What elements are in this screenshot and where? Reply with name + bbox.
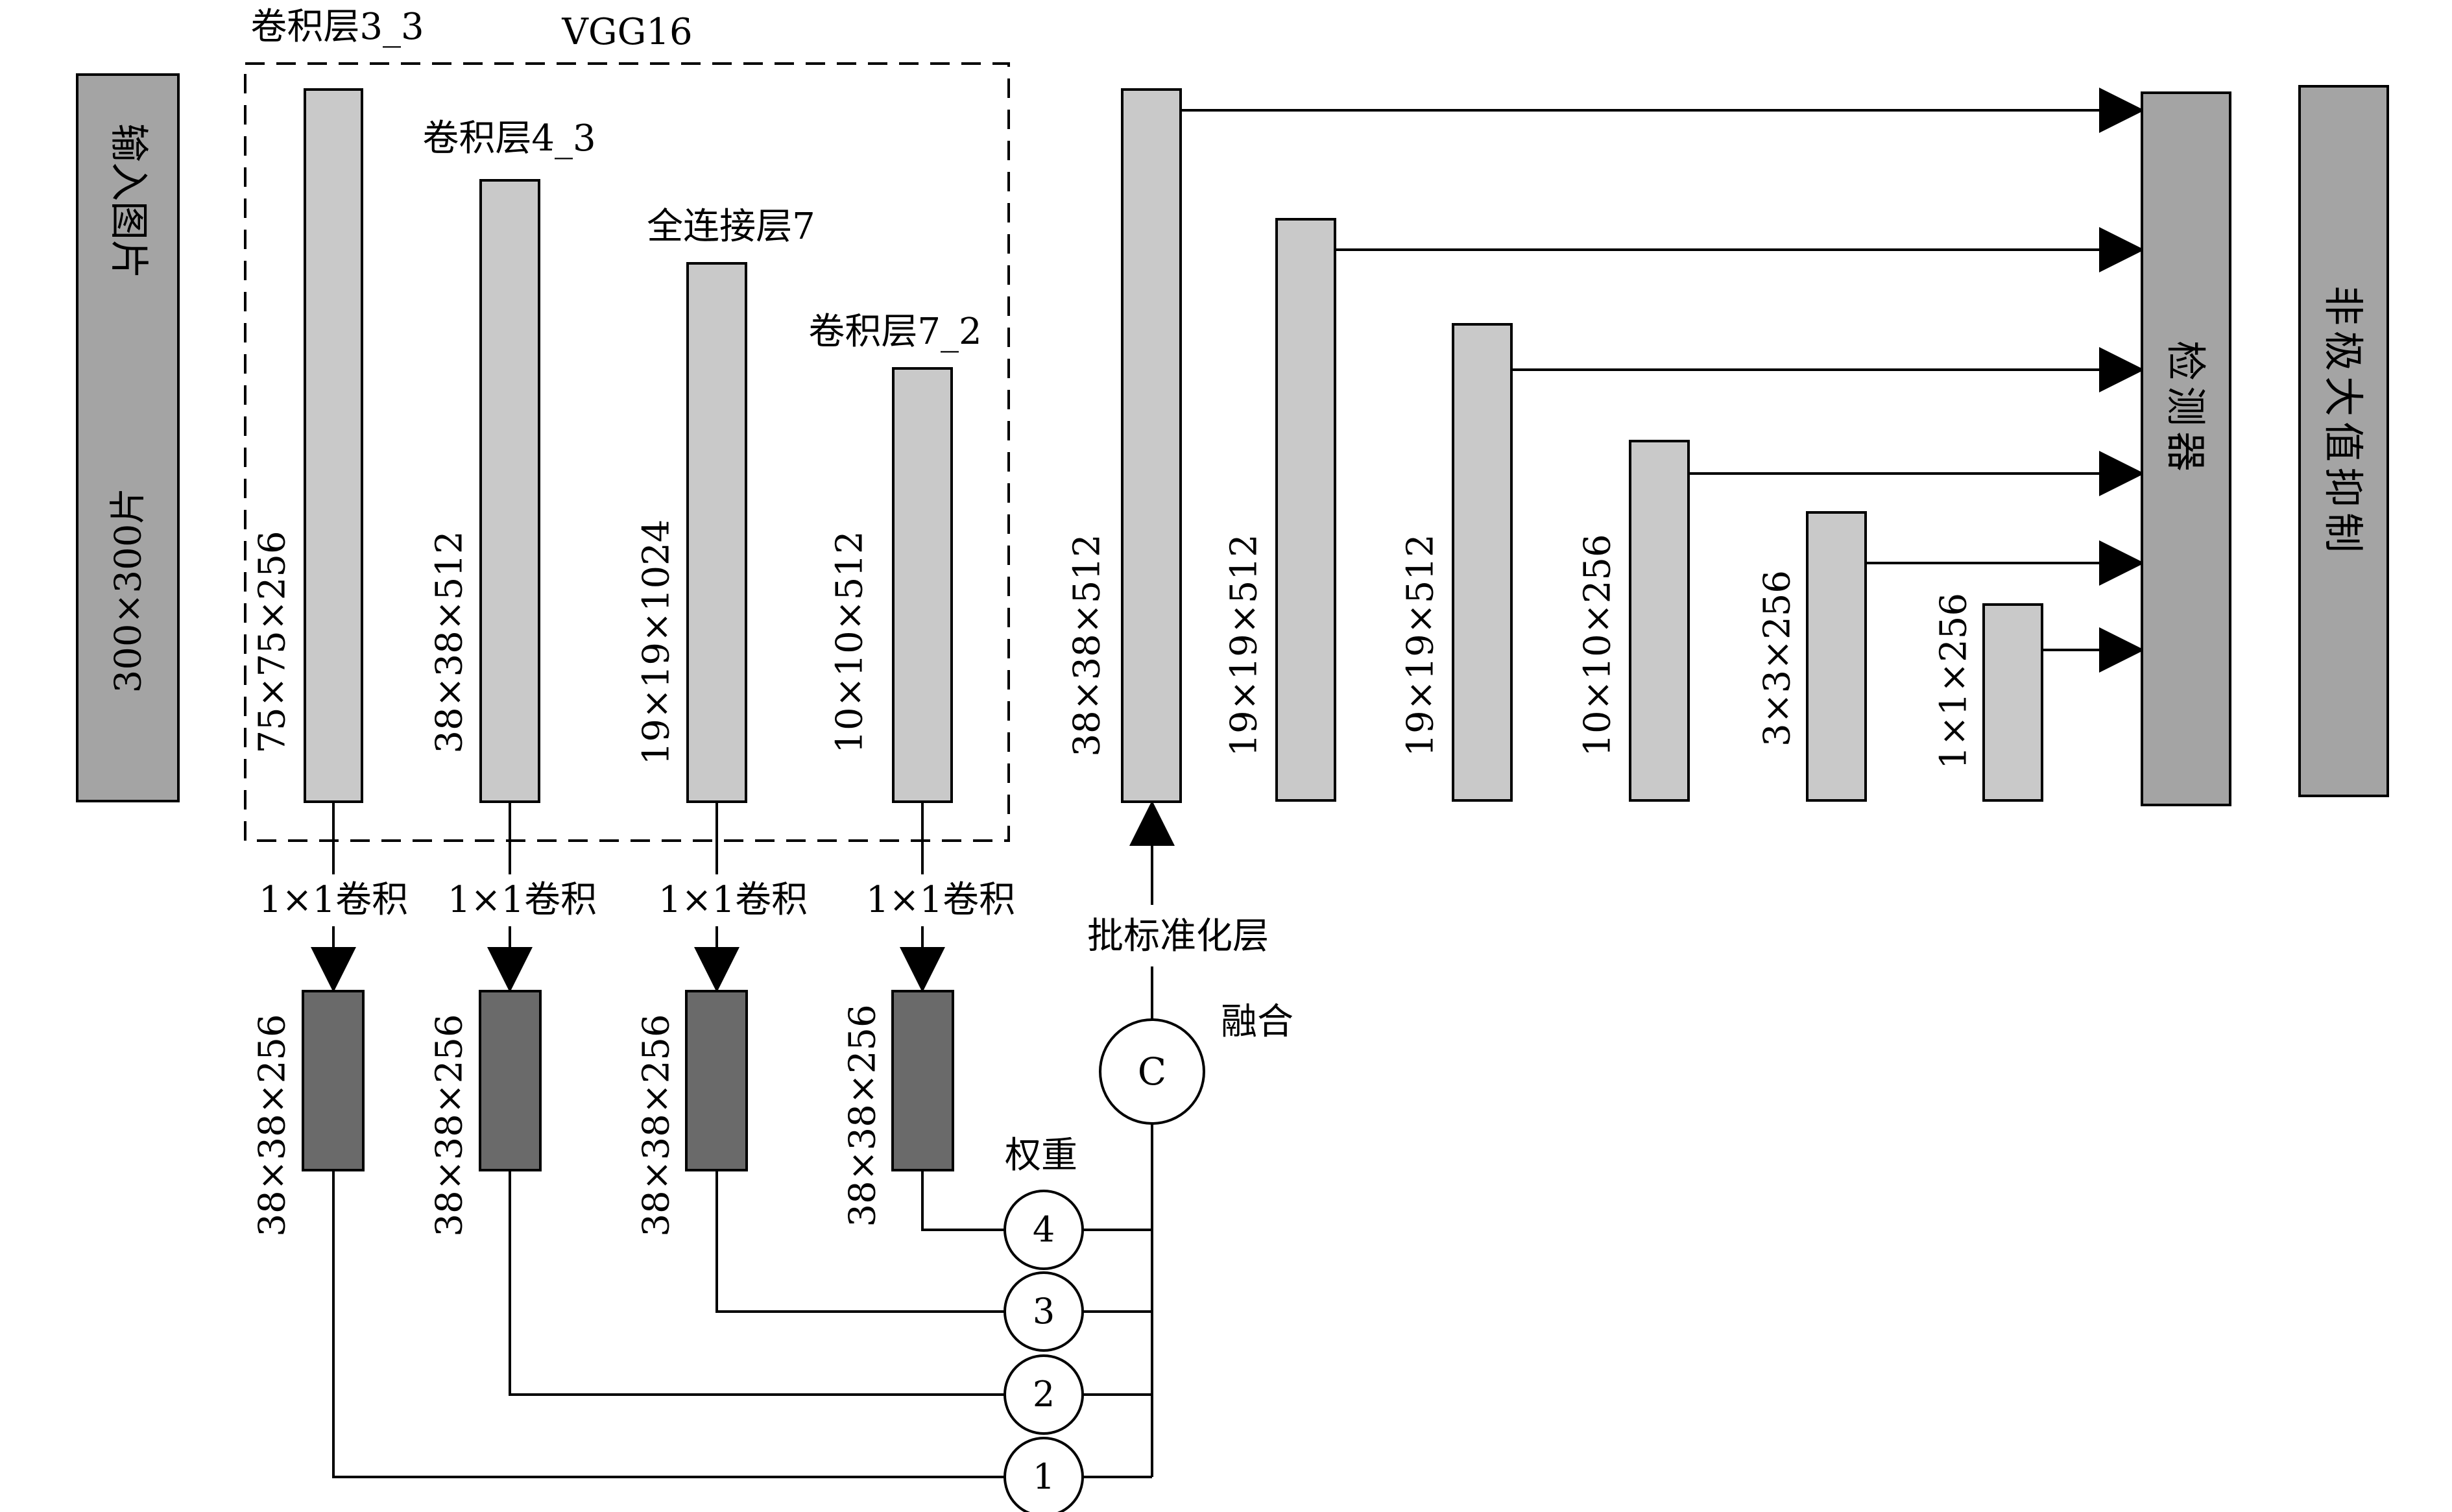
vgg-layer-bar [304, 88, 363, 803]
nms-block [2298, 85, 2389, 797]
feature-block [1452, 323, 1513, 802]
weight-number: 3 [1033, 1291, 1055, 1332]
vgg-layer-bar [479, 179, 540, 803]
reduced-feature-dims: 38×38×256 [252, 1014, 294, 1236]
weight-circle [1004, 1271, 1084, 1352]
nms-label-text: 非极大值抑制 [2320, 285, 2368, 558]
conv-label: 1×1卷积 [866, 879, 1015, 921]
vgg16-title: VGG16 [561, 11, 692, 53]
fusion-label: 融合 [1221, 1001, 1293, 1043]
reduced-feature-dims: 38×38×256 [636, 1014, 678, 1236]
reduced-feature-block [685, 990, 748, 1171]
feature-block [1806, 511, 1867, 802]
feature-dims: 19×19×512 [1223, 534, 1266, 756]
vgg16-region [244, 62, 1010, 842]
feature-block [1982, 603, 2043, 802]
feature-block [1275, 218, 1336, 802]
reduced-feature-dims: 38×38×256 [842, 1004, 884, 1227]
reduced-feature-dims: 38×38×256 [429, 1014, 471, 1236]
input-image-label: 输入图片 [106, 123, 151, 279]
weight-number: 2 [1033, 1374, 1055, 1415]
weight-circle [1004, 1437, 1084, 1512]
weight-number: 1 [1033, 1456, 1055, 1497]
vgg-layer-name: 卷积层3_3 [250, 6, 424, 48]
weight-circle [1004, 1354, 1084, 1435]
input-image-size: 300×300片 [108, 488, 150, 693]
vgg-layer-name: 卷积层4_3 [422, 117, 595, 160]
weight-wire [715, 1170, 1005, 1313]
reduced-feature-block [302, 990, 365, 1171]
vgg-layer-dims: 38×38×512 [429, 531, 471, 753]
reduced-feature-block [479, 990, 542, 1171]
vgg-layer-name: 全连接层7 [647, 206, 815, 248]
feature-block [1629, 440, 1690, 802]
detector-block [2141, 91, 2231, 806]
input-image-block [76, 73, 180, 802]
nms-label: 非极大值抑制 [2320, 285, 2368, 558]
weight-circle [1004, 1190, 1084, 1270]
feature-dims: 1×1×256 [1933, 593, 1975, 769]
weight-wire [332, 1170, 1005, 1478]
vgg-layer-dims: 19×19×1024 [636, 520, 678, 765]
reduced-feature-block [891, 990, 954, 1171]
batch-norm-label: 批标准化层 [1087, 915, 1269, 957]
weight-number: 4 [1033, 1209, 1055, 1250]
vgg-layer-dims: 75×75×256 [252, 531, 294, 753]
vgg-layer-bar [892, 367, 953, 803]
feature-dims: 3×3×256 [1757, 570, 1799, 747]
detector-label: 检测器 [2163, 341, 2210, 477]
feature-block [1121, 88, 1182, 803]
conv-label: 1×1卷积 [448, 879, 597, 921]
weight-label: 权重 [1005, 1134, 1077, 1177]
fusion-label-text: 融合 [1221, 1001, 1293, 1043]
vgg-layer-bar [686, 262, 747, 803]
feature-dims: 19×19×512 [1400, 534, 1442, 756]
detector-label-text: 检测器 [2163, 341, 2210, 477]
feature-dims: 38×38×512 [1066, 534, 1109, 756]
weight-wire [509, 1170, 1005, 1396]
fusion-symbol: C [1138, 1050, 1166, 1094]
weight-wire [921, 1170, 1005, 1231]
vgg-layer-name: 卷积层7_2 [808, 311, 981, 353]
vgg-layer-dims: 10×10×512 [829, 531, 871, 753]
conv-label: 1×1卷积 [658, 879, 808, 921]
conv-label: 1×1卷积 [259, 879, 408, 921]
feature-dims: 10×10×256 [1577, 534, 1619, 756]
